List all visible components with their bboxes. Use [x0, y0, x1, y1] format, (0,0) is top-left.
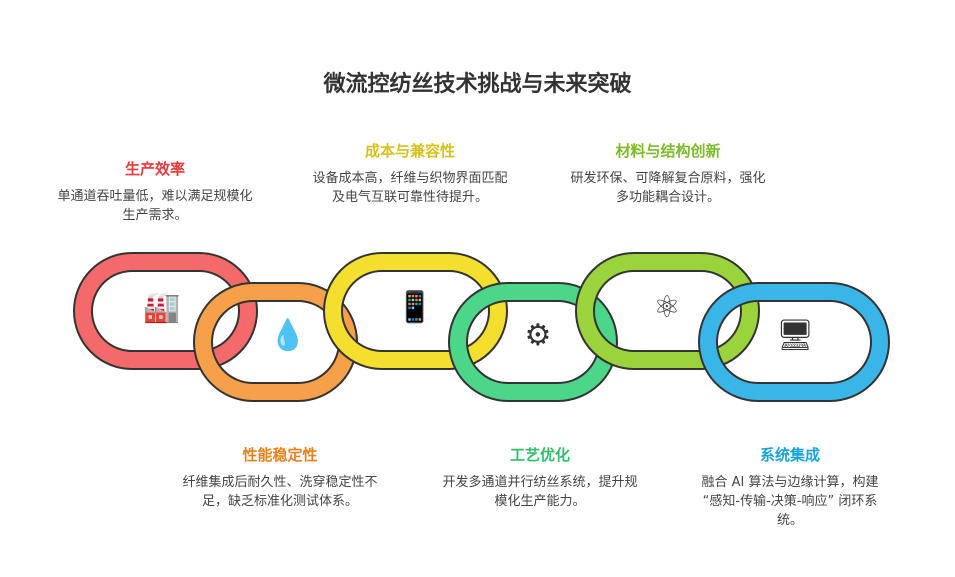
- block-process-optimization: 工艺优化开发多通道并行纺丝系统，提升规模化生产能力。: [440, 444, 640, 511]
- conveyor-icon: ⚙: [524, 318, 552, 353]
- chain-link: [698, 282, 890, 402]
- block-desc: 纤维集成后耐久性、洗穿稳定性不足，缺乏标准化测试体系。: [182, 475, 378, 509]
- block-production-efficiency: 生产效率单通道吞吐量低，难以满足规模化生产需求。: [55, 158, 255, 225]
- chain-link: [73, 252, 258, 370]
- block-title: 材料与结构创新: [615, 142, 721, 160]
- block-cost-compatibility: 成本与兼容性设备成本高，纤维与织物界面匹配及电气互联可靠性待提升。: [310, 140, 510, 207]
- atom-hand-icon: ⚛: [653, 290, 681, 325]
- block-title: 工艺优化: [509, 446, 570, 464]
- block-system-integration: 系统集成融合 AI 算法与边缘计算，构建 “感知-传输-决策-响应” 闭环系统。: [690, 444, 890, 530]
- block-title: 生产效率: [124, 160, 185, 178]
- block-desc: 融合 AI 算法与边缘计算，构建 “感知-传输-决策-响应” 闭环系统。: [701, 475, 879, 528]
- factory-icon: 🏭: [143, 290, 181, 325]
- block-desc: 设备成本高，纤维与织物界面匹配及电气互联可靠性待提升。: [312, 171, 508, 205]
- droplets-trend-icon: 💧: [269, 318, 307, 353]
- devices-sync-icon: 🖥: [775, 318, 815, 353]
- block-performance-stability: 性能稳定性纤维集成后耐久性、洗穿稳定性不足，缺乏标准化测试体系。: [180, 444, 380, 511]
- block-desc: 研发环保、可降解复合原料，强化多功能耦合设计。: [570, 171, 766, 205]
- chain-link: [323, 252, 508, 370]
- block-title: 系统集成: [759, 446, 820, 464]
- block-material-innovation: 材料与结构创新研发环保、可降解复合原料，强化多功能耦合设计。: [568, 140, 768, 207]
- page-title: 微流控纺丝技术挑战与未来突破: [323, 72, 632, 97]
- block-title: 性能稳定性: [242, 446, 318, 464]
- block-title: 成本与兼容性: [364, 142, 455, 160]
- cost-phone-icon: 📱: [396, 290, 434, 325]
- chain-link: [575, 252, 760, 370]
- block-desc: 单通道吞吐量低，难以满足规模化生产需求。: [57, 189, 253, 223]
- block-desc: 开发多通道并行纺丝系统，提升规模化生产能力。: [442, 475, 638, 509]
